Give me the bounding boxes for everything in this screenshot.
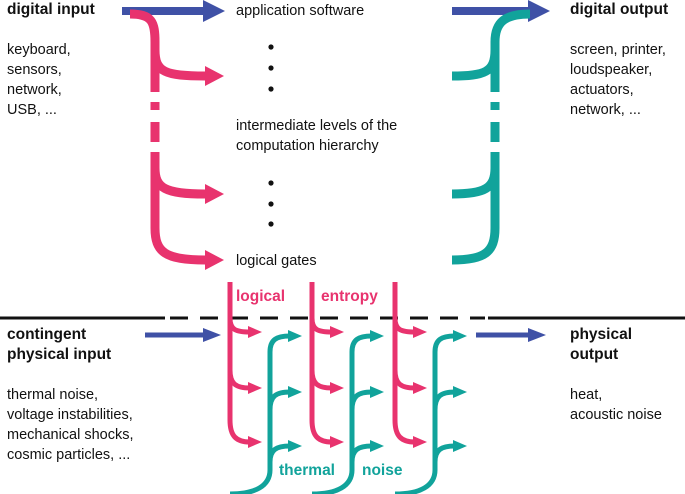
- digital-input-item: keyboard,: [7, 42, 71, 58]
- physical-output-title: output: [570, 346, 619, 363]
- contingent-input-title: physical input: [7, 346, 112, 363]
- contingent-input-title: contingent: [7, 326, 87, 343]
- computation-hierarchy-label: computation hierarchy: [236, 138, 379, 154]
- physical-input-item: mechanical shocks,: [7, 427, 134, 443]
- digital-input-title: digital input: [7, 1, 95, 18]
- physical-output-item: acoustic noise: [570, 407, 662, 423]
- teal-hierarchy-flow: [451, 9, 531, 265]
- logical-label: logical: [236, 288, 286, 305]
- physical-input-item: thermal noise,: [7, 387, 99, 403]
- intermediate-levels-label: intermediate levels of the: [236, 118, 398, 134]
- digital-output-item: actuators,: [570, 82, 634, 98]
- thermal-noise-arrowheads: [288, 330, 467, 452]
- physical-output-item: heat,: [570, 387, 603, 403]
- digital-input-item: sensors,: [7, 62, 62, 78]
- digital-output-item: screen, printer,: [570, 42, 666, 58]
- digital-output-item: loudspeaker,: [570, 62, 653, 78]
- physical-output-title: physical: [570, 326, 633, 343]
- entropy-label: entropy: [321, 288, 378, 305]
- digital-input-item: network,: [7, 82, 62, 98]
- pink-hierarchy-flow: [129, 9, 208, 265]
- physical-input-item: cosmic particles, ...: [7, 447, 131, 463]
- application-software-label: application software: [236, 3, 365, 19]
- pink-arrowheads: [205, 66, 224, 270]
- logical-entropy-streams: [227, 282, 416, 445]
- digital-input-item: USB, ...: [7, 102, 57, 118]
- logical-gates-label: logical gates: [236, 253, 317, 269]
- noise-label: noise: [362, 462, 403, 479]
- digital-output-item: network, ...: [570, 102, 641, 118]
- thermal-noise-streams: [229, 333, 456, 494]
- logical-entropy-arrowheads: [248, 326, 427, 448]
- thermal-label: thermal: [279, 462, 335, 479]
- ellipsis-dots: [268, 44, 274, 227]
- physical-input-item: voltage instabilities,: [7, 407, 133, 423]
- digital-output-title: digital output: [570, 1, 669, 18]
